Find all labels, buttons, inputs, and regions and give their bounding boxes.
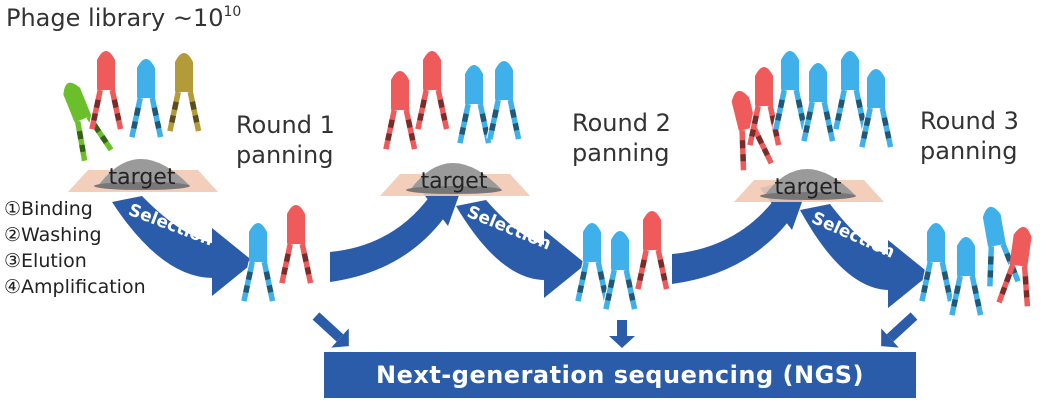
phage-round-3-out-blue-c [982,206,1021,287]
selection-arrow-round-2: Selection [456,200,586,298]
ngs-arrow-2 [609,320,635,348]
selection-arrow-round-1: Selection [112,196,254,296]
step-amplification: ④Amplification [4,276,146,298]
phage-round-1-red [278,205,314,284]
round-3-label: Round 3 panning [920,106,1019,166]
ngs-box: Next-generation sequencing (NGS) [324,352,916,398]
library-size-exponent: 10 [223,4,242,20]
phage-library-red [88,51,124,130]
phage-round-3-blue-c [832,51,868,130]
phage-round-3-blue-d [858,69,894,148]
phage-round-3-out-blue-a [918,223,954,302]
round-1-label: Round 1 panning [236,110,335,170]
round-1-line1: Round 1 [236,111,335,139]
phage-library-blue [128,59,164,138]
library-title: Phage library ~1010 [6,4,241,32]
step-elution: ③Elution [4,250,87,272]
target-round-3: target [734,169,884,202]
target-round-2: target [380,163,530,196]
phage-round-3-blue-b [800,63,836,142]
ngs-arrow-1 [312,312,349,348]
target-label: target [109,165,176,190]
phage-round-3-blue-a [772,51,808,130]
phage-round-2-red-b [414,51,450,130]
round-2-line1: Round 2 [572,109,671,137]
phage-library-olive [166,53,202,132]
phage-round-2-red-a [382,71,418,150]
round-2-line2: panning [572,139,670,167]
phage-round-3-out-blue-b [948,237,984,316]
panning-steps-list: ①Binding ②Washing ③Elution ④Amplificatio… [4,196,146,300]
round-3-line1: Round 3 [920,107,1019,135]
round-2-label: Round 2 panning [572,108,671,168]
target-label: target [421,169,488,194]
phage-round-3-out-red [995,226,1032,307]
phage-round-2-out-blue-b [602,231,638,310]
target-round-1: target [68,159,218,192]
library-title-text: Phage library ~10 [6,4,224,32]
step-binding: ①Binding [4,198,93,220]
phage-round-2-blue-a [456,65,492,144]
selection-arrow-round-3: Selection [800,204,930,308]
phage-round-3-red-b [746,67,782,146]
round-3-line2: panning [920,137,1018,165]
ngs-arrow-3 [881,312,918,348]
phage-round-2-out-red [634,211,670,290]
phage-round-3-red-a [731,90,774,171]
phage-round-2-out-blue-a [574,223,610,302]
target-label: target [775,175,842,200]
phage-round-1-blue [240,223,276,302]
round-1-line2: panning [236,141,334,169]
step-washing: ②Washing [4,224,102,246]
phage-round-2-blue-b [486,61,522,140]
